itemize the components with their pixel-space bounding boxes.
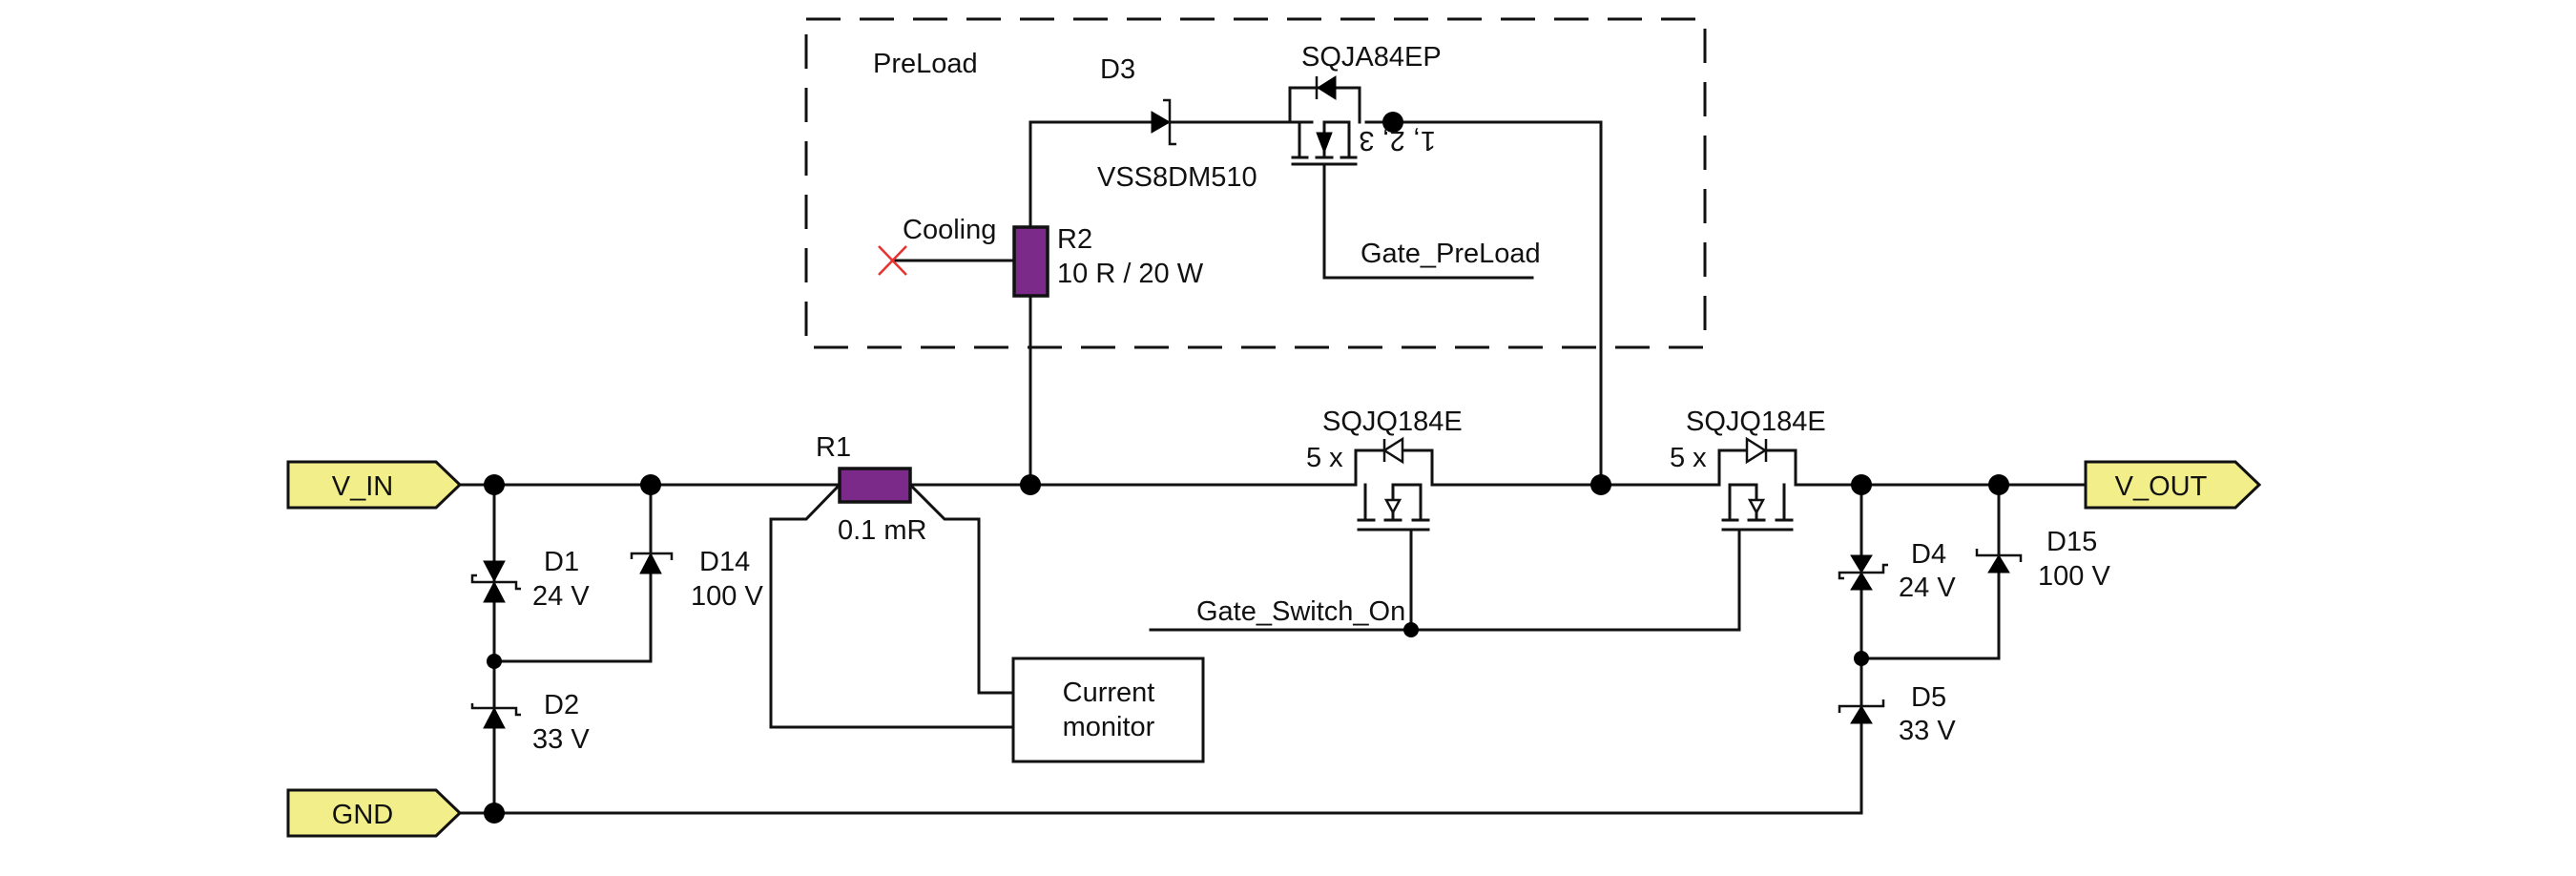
- output-protection: D4 24 V D15 100 V D5 33 V: [1838, 483, 2110, 815]
- node-gate-switch: [1403, 622, 1419, 637]
- node-vin-2: [640, 474, 661, 495]
- resistor-r1[interactable]: [838, 467, 912, 504]
- wire-preload-right: [1364, 120, 1603, 487]
- preload-title: PreLoad: [873, 49, 978, 79]
- switch-1-part: SQJQ184E: [1322, 407, 1463, 437]
- mosfet-preload[interactable]: [1288, 75, 1534, 280]
- shunt-block: R1 0.1 mR Current monitor: [769, 432, 1205, 763]
- mosfet-switch-1[interactable]: [1354, 436, 1434, 632]
- node-preload-out: [1590, 474, 1611, 495]
- zener-d2-arrow-icon: [483, 706, 506, 729]
- r1-value: 0.1 mR: [838, 515, 926, 546]
- wire-gate-preload: [1322, 162, 1534, 280]
- d5-value: 33 V: [1899, 716, 1956, 746]
- r1-ref: R1: [816, 432, 851, 463]
- tvs-d4[interactable]: [1838, 554, 1888, 591]
- current-monitor-line1: Current: [1063, 678, 1155, 708]
- body-diode-arrow-icon: [1381, 436, 1404, 465]
- gate-switch-on-label: Gate_Switch_On: [1196, 596, 1405, 627]
- wire-sense-right: [907, 482, 1015, 695]
- preload-block: PreLoad Cooling R2 10 R / 20 W D3 VSS8DM…: [804, 17, 1707, 487]
- mosfet-switch-2[interactable]: [1717, 436, 1797, 632]
- d4-value: 24 V: [1899, 573, 1956, 603]
- tvs-d4-arrow-up-icon: [1850, 572, 1873, 591]
- r2-value: 10 R / 20 W: [1057, 259, 1204, 289]
- node-vin-1: [484, 474, 505, 495]
- d2-ref: D2: [544, 690, 579, 720]
- d5-ref: D5: [1911, 682, 1946, 713]
- switch-2-part: SQJQ184E: [1686, 407, 1826, 437]
- mosfet-preload-part: SQJA84EP: [1301, 42, 1442, 73]
- port-gnd[interactable]: GND: [286, 788, 463, 838]
- source-arrow-icon: [1316, 132, 1333, 155]
- port-v-in[interactable]: V_IN: [286, 460, 463, 510]
- current-monitor-line2: monitor: [1063, 712, 1155, 742]
- switch-2-count: 5 x: [1670, 443, 1707, 473]
- current-monitor-box[interactable]: [1011, 657, 1205, 763]
- port-gnd-label: GND: [332, 800, 393, 830]
- zener-d14[interactable]: [630, 552, 674, 574]
- mosfet-preload-pins: 1, 2, 3: [1359, 125, 1436, 156]
- zener-d5[interactable]: [1838, 699, 1885, 724]
- diode-d3-bar: [1163, 98, 1176, 146]
- zener-d5-arrow-icon: [1850, 705, 1873, 724]
- zener-d14-arrow-icon: [639, 552, 662, 574]
- d1-ref: D1: [544, 547, 579, 577]
- source-arrow-icon: [1383, 498, 1402, 515]
- port-v-out-label: V_OUT: [2115, 471, 2208, 502]
- node-vout-1: [1851, 474, 1872, 495]
- zener-d2[interactable]: [470, 703, 521, 729]
- d14-ref: D14: [699, 547, 750, 577]
- tvs-d1-arrow-down-icon: [483, 560, 506, 583]
- gate-preload-label: Gate_PreLoad: [1361, 239, 1541, 269]
- no-connect-x-icon: [878, 245, 907, 276]
- r2-ref: R2: [1057, 224, 1092, 255]
- node-vout-2: [1988, 474, 2009, 495]
- d14-value: 100 V: [691, 581, 763, 612]
- resistor-r2[interactable]: [1012, 225, 1049, 298]
- switch-1-count: 5 x: [1306, 443, 1343, 473]
- d15-value: 100 V: [2038, 561, 2110, 592]
- port-v-out[interactable]: V_OUT: [2084, 460, 2262, 510]
- input-protection: D1 24 V D14 100 V D2 33 V: [470, 483, 763, 815]
- body-diode-arrow-icon: [1317, 75, 1337, 100]
- d2-value: 33 V: [532, 724, 590, 755]
- wire-sense-left: [769, 482, 1015, 729]
- body-diode-arrow-icon: [1745, 436, 1768, 465]
- d3-part: VSS8DM510: [1097, 162, 1257, 193]
- tvs-d1-arrow-up-icon: [483, 580, 506, 603]
- tvs-d4-arrow-down-icon: [1850, 554, 1873, 574]
- diode-d3[interactable]: [1151, 98, 1176, 146]
- source-arrow-icon: [1747, 498, 1766, 515]
- cooling-label: Cooling: [903, 215, 996, 245]
- zener-d15-arrow-icon: [1987, 554, 2010, 574]
- node-preload-drain: [1382, 112, 1403, 133]
- node-output-mid: [1854, 651, 1869, 666]
- node-input-mid: [487, 654, 502, 669]
- d3-ref: D3: [1100, 54, 1135, 85]
- zener-d15[interactable]: [1975, 549, 2023, 574]
- body-diode-loop: [1288, 86, 1361, 124]
- d4-ref: D4: [1911, 539, 1946, 570]
- port-v-in-label: V_IN: [332, 471, 393, 502]
- diode-d3-arrow-icon: [1151, 111, 1171, 134]
- wire-preload-left: [1028, 120, 1314, 487]
- node-gnd-left: [484, 803, 505, 824]
- d15-ref: D15: [2046, 527, 2097, 557]
- node-preload-in: [1020, 474, 1041, 495]
- d1-value: 24 V: [532, 581, 590, 612]
- preload-boundary: [804, 17, 1707, 349]
- tvs-d1[interactable]: [470, 560, 521, 603]
